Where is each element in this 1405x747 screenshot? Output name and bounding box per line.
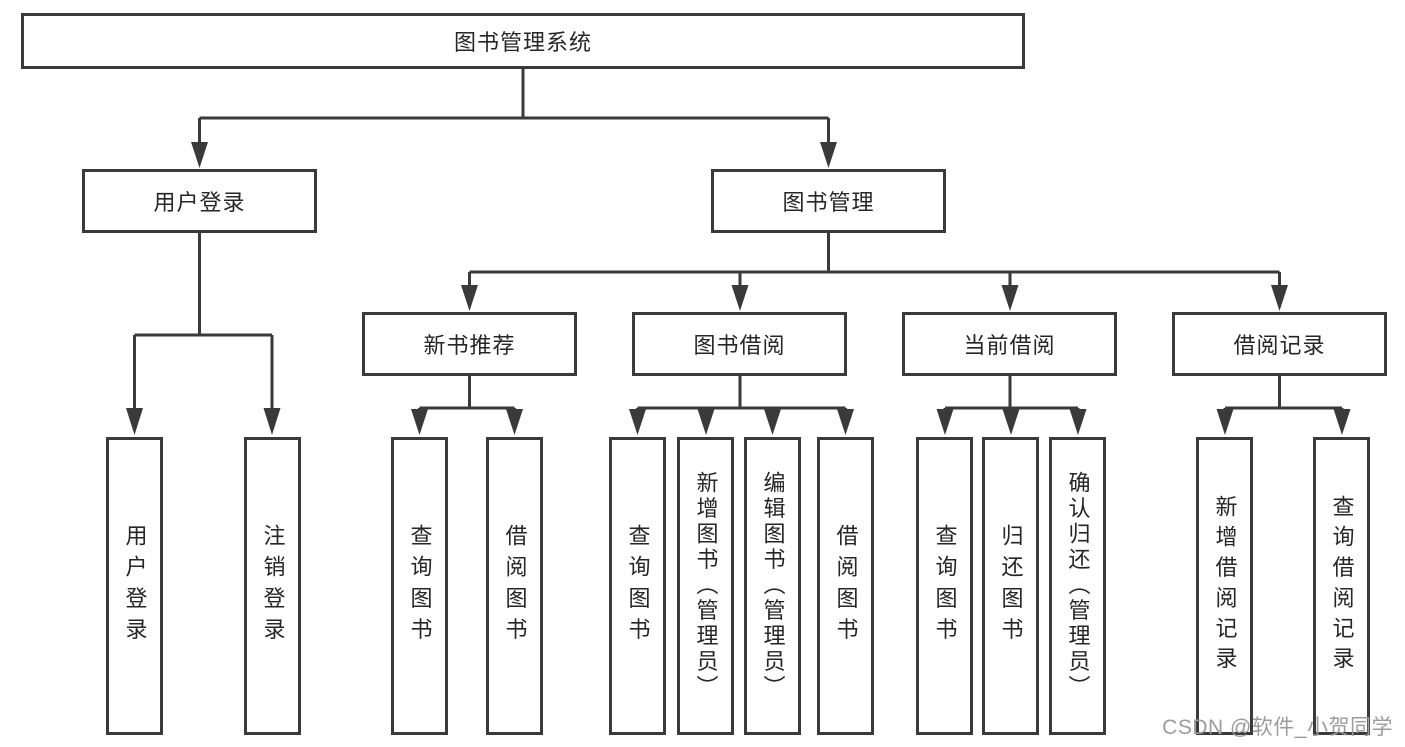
node-book-borrow: 图书借阅 [632, 312, 847, 376]
node-label: 用户登录 [153, 190, 246, 215]
node-label: 查询图书 [407, 523, 433, 649]
node-label: 注销登录 [260, 523, 286, 649]
leaf-edit-books-admin: 编辑图书（管理员） [744, 437, 801, 735]
leaf-query-borrow-record: 查询借阅记录 [1313, 437, 1370, 735]
node-label: 图书借阅 [693, 333, 786, 358]
leaf-query-books-recommend: 查询图书 [391, 437, 448, 735]
leaf-query-books-current: 查询图书 [916, 437, 973, 735]
node-label: 查询图书 [625, 523, 651, 649]
node-label: 图书管理系统 [453, 30, 592, 55]
leaf-user-login: 用户登录 [106, 437, 163, 735]
node-label: 借阅记录 [1233, 333, 1326, 358]
node-user-login: 用户登录 [82, 169, 317, 233]
node-label: 图书管理 [782, 190, 875, 215]
leaf-logout: 注销登录 [244, 437, 301, 735]
node-label: 查询图书 [932, 523, 958, 649]
node-label: 新增借阅记录 [1212, 494, 1238, 678]
leaf-confirm-return-admin: 确认归还（管理员） [1049, 437, 1106, 735]
node-label: 确认归还（管理员） [1065, 471, 1091, 701]
leaf-add-borrow-record: 新增借阅记录 [1196, 437, 1253, 735]
node-label: 用户登录 [122, 523, 148, 649]
node-label: 当前借阅 [963, 333, 1056, 358]
node-borrow-records: 借阅记录 [1172, 312, 1387, 376]
node-label: 编辑图书（管理员） [760, 471, 786, 701]
leaf-add-books-admin: 新增图书（管理员） [677, 437, 734, 735]
node-new-book-recommend: 新书推荐 [362, 312, 577, 376]
leaf-borrow-books-recommend: 借阅图书 [486, 437, 543, 735]
leaf-borrow-books: 借阅图书 [817, 437, 874, 735]
node-label: 归还图书 [998, 523, 1024, 649]
node-label: 新增图书（管理员） [693, 471, 719, 701]
node-label: 借阅图书 [833, 523, 859, 649]
csdn-watermark: CSDN @软件_小贺同学 [1162, 716, 1393, 739]
node-root-book-management-system: 图书管理系统 [21, 13, 1025, 69]
node-label: 查询借阅记录 [1329, 494, 1355, 678]
node-book-management: 图书管理 [711, 169, 946, 233]
leaf-query-books-borrow: 查询图书 [609, 437, 666, 735]
leaf-return-books: 归还图书 [982, 437, 1039, 735]
node-label: 借阅图书 [502, 523, 528, 649]
node-current-borrow: 当前借阅 [902, 312, 1117, 376]
node-label: 新书推荐 [423, 333, 516, 358]
